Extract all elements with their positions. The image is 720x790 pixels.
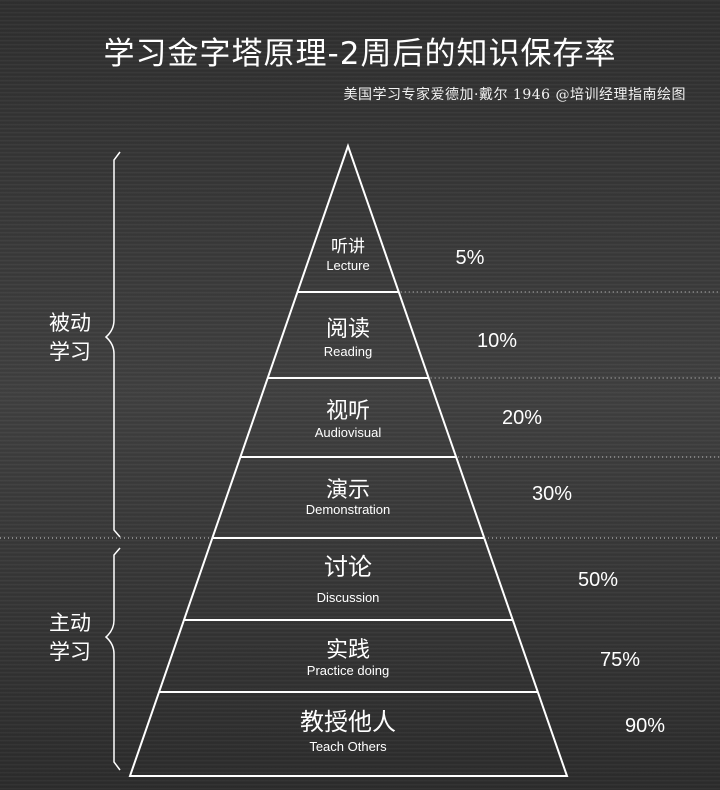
tier-label-en: Reading [324, 344, 372, 359]
passive-label-line1: 被动 [49, 311, 91, 335]
pyramid-outline [128, 142, 569, 777]
active-label-line2: 学习 [49, 640, 91, 664]
active-label-line1: 主动 [49, 611, 91, 635]
tier-label-en: Discussion [317, 590, 380, 605]
tier-label-en: Demonstration [306, 502, 391, 517]
tier-retention-percent: 75% [600, 649, 640, 671]
tier-label-zh: 视听 [326, 399, 370, 424]
tier-label-zh: 演示 [326, 478, 370, 503]
tier-retention-percent: 10% [477, 330, 517, 352]
diagram-subtitle: 美国学习专家爱德加·戴尔 1946 @培训经理指南绘图 [343, 87, 686, 103]
tier-retention-percent: 5% [456, 247, 485, 269]
tier-retention-percent: 20% [502, 407, 542, 429]
tier-label-zh: 实践 [326, 638, 370, 663]
tier-label-zh: 听讲 [331, 237, 365, 257]
tier-retention-percent: 90% [625, 715, 665, 737]
passive-brace [104, 151, 121, 538]
tier-label-en: Teach Others [309, 739, 387, 754]
tier-label-zh: 教授他人 [300, 708, 396, 736]
active-brace [104, 547, 121, 771]
tier-retention-percent: 30% [532, 483, 572, 505]
tier-label-en: Practice doing [307, 663, 389, 678]
tier-retention-percent: 50% [578, 569, 618, 591]
passive-label-line2: 学习 [49, 340, 91, 364]
diagram-title: 学习金字塔原理-2周后的知识保存率 [103, 36, 617, 72]
tier-label-zh: 讨论 [324, 553, 372, 581]
tier-label-en: Audiovisual [315, 425, 382, 440]
tier-label-en: Lecture [326, 258, 369, 273]
tier-label-zh: 阅读 [326, 317, 370, 342]
